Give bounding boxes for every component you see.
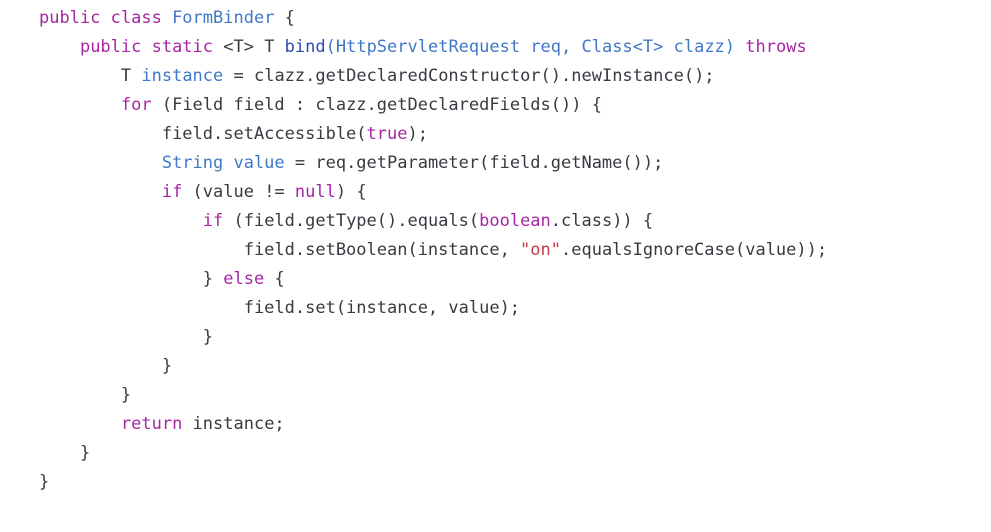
- code-token: instance: [141, 66, 224, 86]
- code-line: if (value != null) {: [0, 178, 991, 207]
- code-line: }: [0, 381, 991, 410]
- indent: [39, 124, 162, 144]
- code-line: }: [0, 439, 991, 468]
- code-token: String value: [161, 153, 285, 173]
- indent: [39, 269, 203, 289]
- indent: [39, 414, 121, 434]
- indent: [39, 66, 121, 86]
- code-token: field.setBoolean(instance,: [243, 240, 521, 260]
- code-token: }: [79, 443, 91, 463]
- code-token: true: [366, 124, 408, 144]
- code-token: (value !=: [182, 182, 295, 202]
- code-token: "on": [520, 240, 561, 260]
- code-token: ) {: [335, 182, 367, 202]
- code-token: {: [264, 269, 285, 289]
- indent: [39, 240, 244, 260]
- indent: [39, 95, 121, 115]
- code-line: T instance = clazz.getDeclaredConstructo…: [0, 62, 991, 91]
- code-token: FormBinder: [172, 8, 275, 28]
- code-token: else: [223, 269, 265, 289]
- code-line: } else {: [0, 265, 991, 294]
- code-token: }: [39, 472, 50, 492]
- code-line: public class FormBinder {: [0, 4, 991, 33]
- code-line: field.set(instance, value);: [0, 294, 991, 323]
- code-token: bind: [284, 37, 326, 57]
- indent: [39, 182, 162, 202]
- code-token: <T> T: [223, 37, 285, 57]
- code-token: .class)) {: [550, 211, 654, 231]
- code-token: T: [120, 66, 142, 86]
- code-token: );: [407, 124, 428, 144]
- code-token: (field.getType().equals(: [223, 211, 480, 231]
- code-token: (Field field : clazz.getDeclaredFields()…: [151, 95, 602, 115]
- code-token: public static: [79, 37, 224, 57]
- code-token: field.set(instance, value);: [243, 298, 521, 318]
- indent: [39, 37, 80, 57]
- code-token: return: [120, 414, 183, 434]
- code-line: field.setBoolean(instance, "on".equalsIg…: [0, 236, 991, 265]
- code-line: if (field.getType().equals(boolean.class…: [0, 207, 991, 236]
- code-token: }: [202, 327, 214, 347]
- indent: [39, 153, 162, 173]
- code-token: throws: [745, 37, 807, 57]
- code-token: for: [120, 95, 152, 115]
- indent: [39, 211, 203, 231]
- code-token: public class: [39, 8, 173, 28]
- code-token: field.setAccessible(: [161, 124, 367, 144]
- indent: [39, 385, 121, 405]
- code-token: (HttpServletRequest req, Class<T> clazz): [325, 37, 746, 57]
- code-token: }: [202, 269, 224, 289]
- code-token: .equalsIgnoreCase(value));: [561, 240, 828, 260]
- indent: [39, 327, 203, 347]
- code-line: field.setAccessible(true);: [0, 120, 991, 149]
- indent: [39, 298, 244, 318]
- code-token: instance;: [182, 414, 285, 434]
- code-token: boolean: [479, 211, 551, 231]
- code-token: }: [120, 385, 132, 405]
- code-line: }: [0, 323, 991, 352]
- indent: [39, 443, 80, 463]
- code-token: null: [294, 182, 336, 202]
- code-token: if: [161, 182, 183, 202]
- indent: [39, 356, 162, 376]
- code-token: {: [274, 8, 295, 28]
- code-token: }: [161, 356, 173, 376]
- code-line: for (Field field : clazz.getDeclaredFiel…: [0, 91, 991, 120]
- code-line: public static <T> T bind(HttpServletRequ…: [0, 33, 991, 62]
- code-token: = clazz.getDeclaredConstructor().newInst…: [223, 66, 715, 86]
- code-token: = req.getParameter(field.getName());: [284, 153, 664, 173]
- code-line: String value = req.getParameter(field.ge…: [0, 149, 991, 178]
- code-token: if: [202, 211, 224, 231]
- code-line: return instance;: [0, 410, 991, 439]
- code-line: }: [0, 468, 991, 497]
- code-line: }: [0, 352, 991, 381]
